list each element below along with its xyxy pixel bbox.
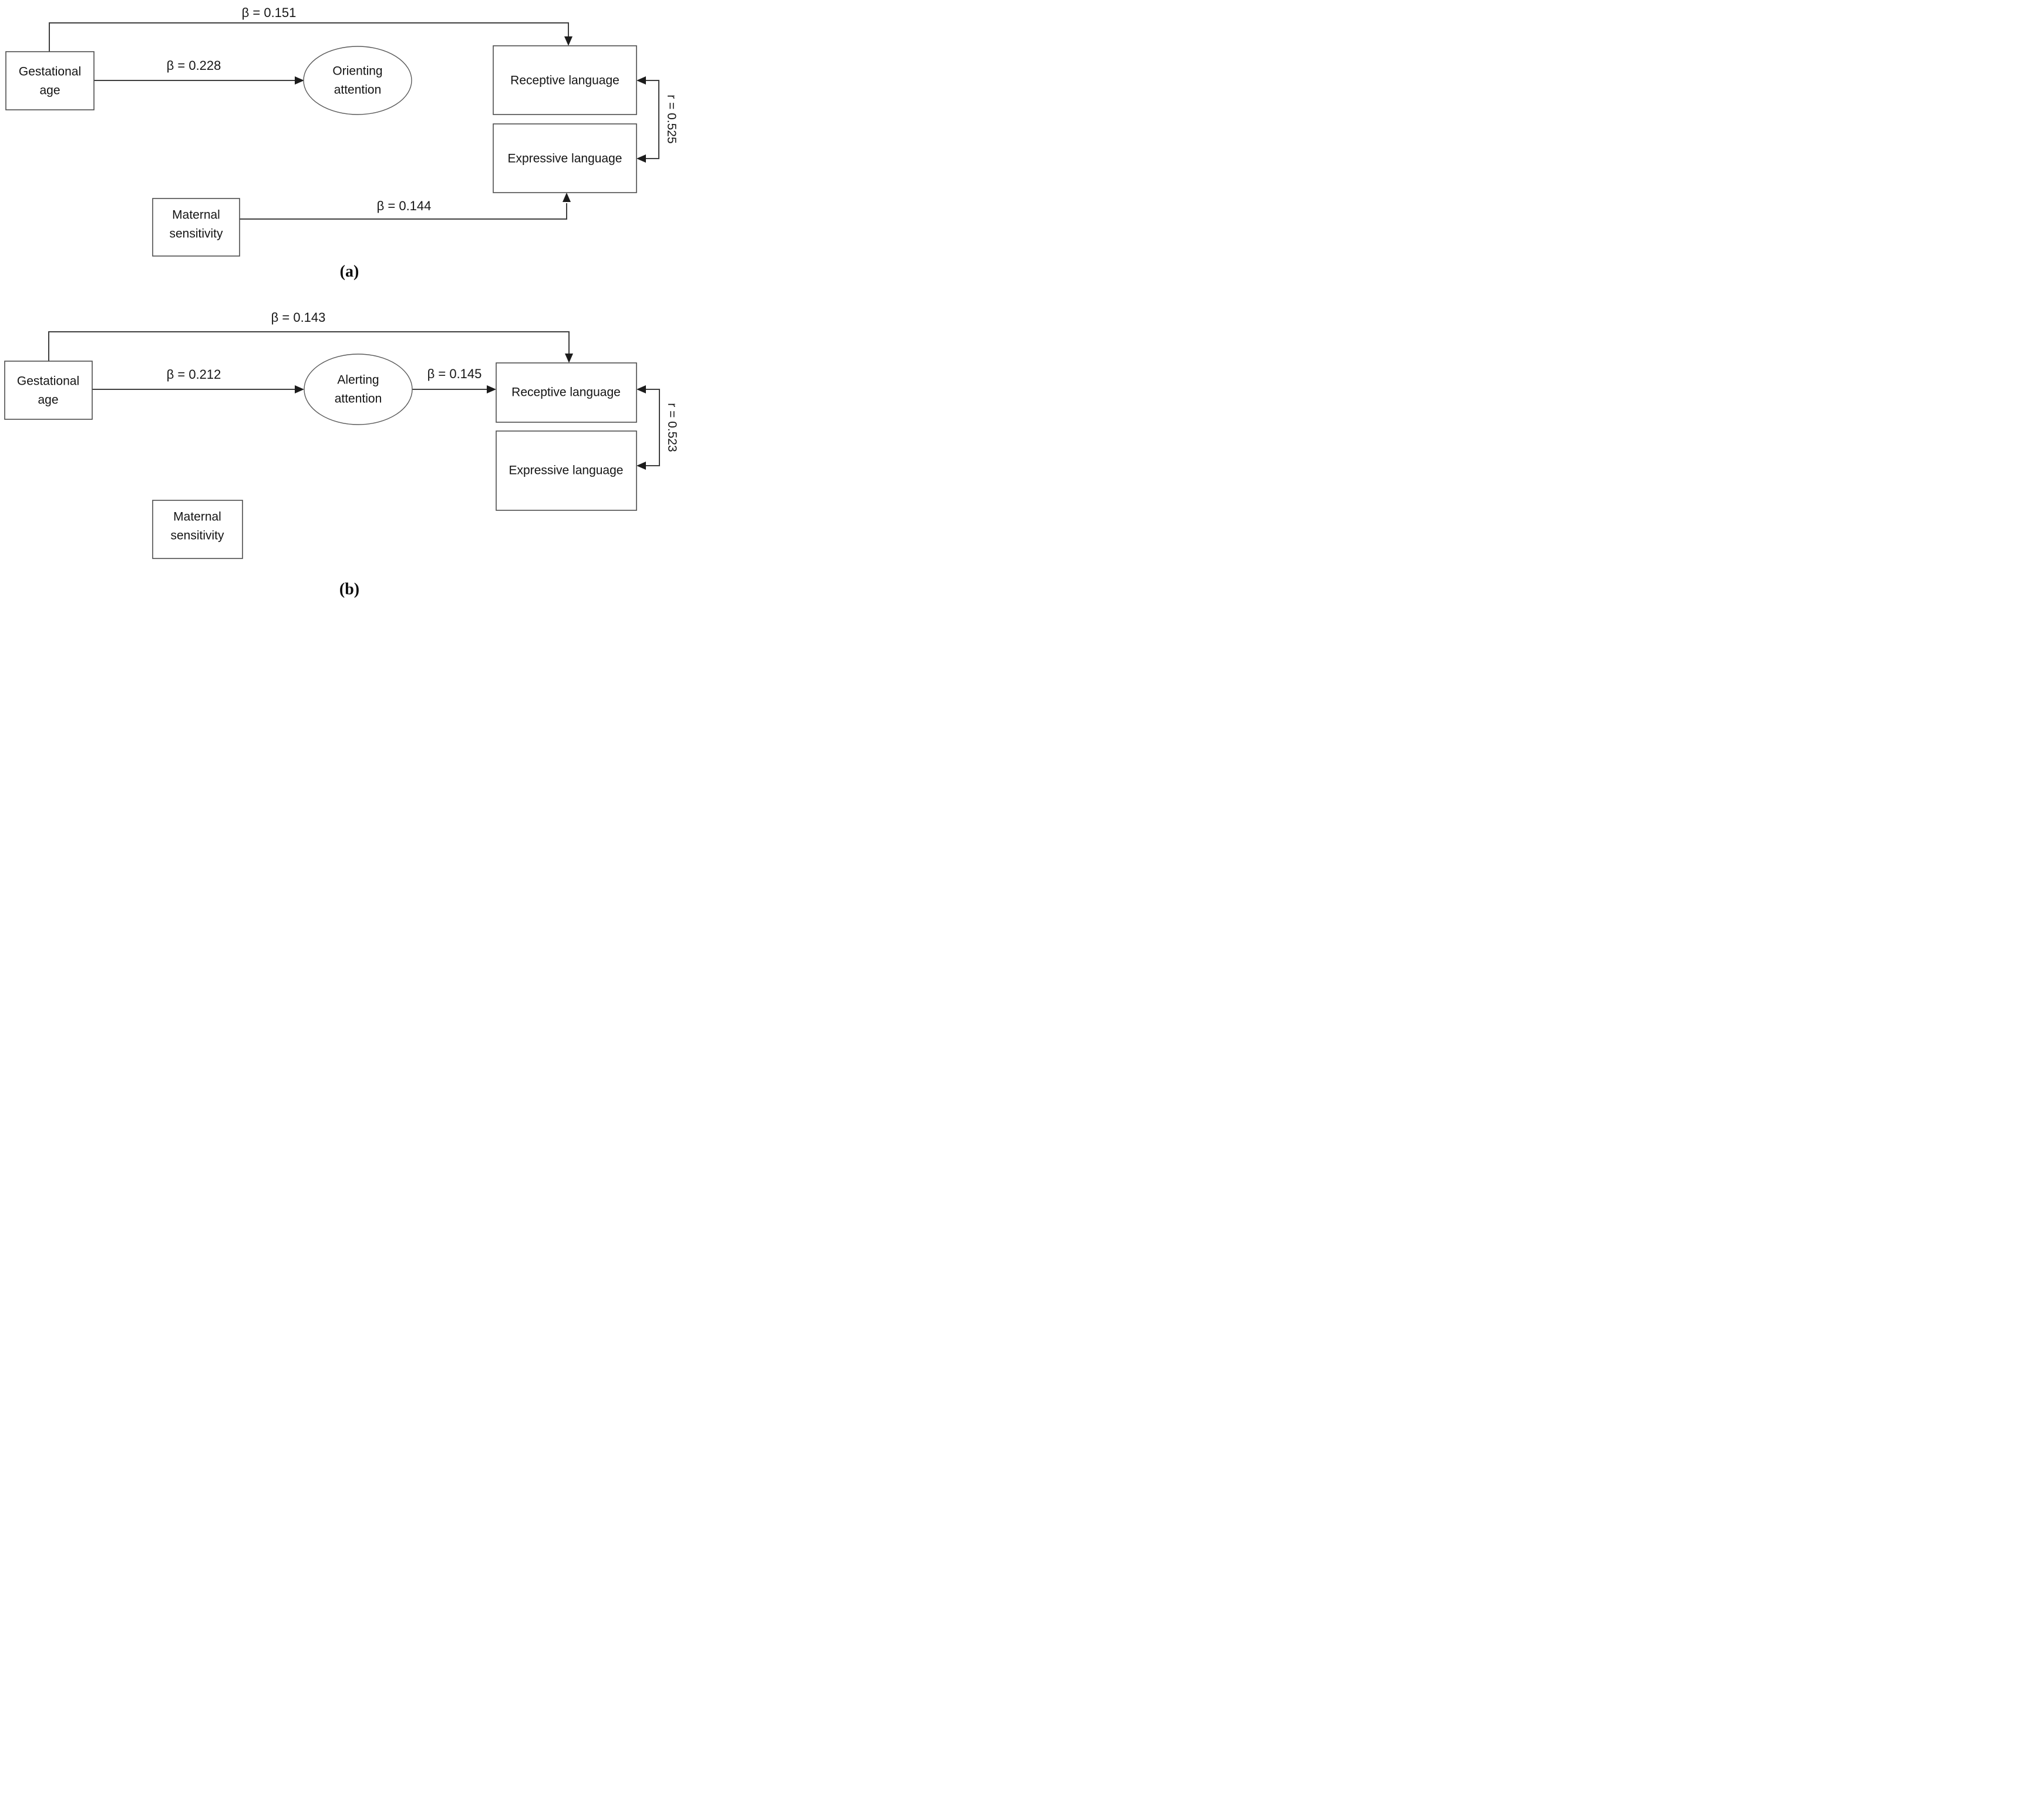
panel-b-caption: (b) (339, 580, 360, 598)
edge-receptive-expressive-a (646, 80, 659, 159)
edge-maternal-expressive-a (240, 203, 567, 220)
gestational-age-box-a (5, 51, 95, 110)
arrowhead-receptive-entry-b (487, 385, 496, 393)
alerting-attention-ellipse (304, 354, 413, 425)
label-beta-attention-receptive-b: β = 0.145 (427, 366, 482, 381)
arrowhead-attention-a (295, 76, 304, 85)
gestational-age-box-b (4, 361, 93, 420)
edge-receptive-expressive-b (646, 389, 660, 466)
arrowhead-down-receptive-a (564, 36, 573, 46)
orienting-attention-ellipse (303, 46, 412, 115)
receptive-language-label-a: Receptive language (510, 73, 619, 87)
arrowhead-up-expressive-a (563, 193, 571, 202)
maternal-sensitivity-box-a (152, 198, 240, 257)
label-r-receptive-expressive-b: r = 0.523 (665, 403, 679, 452)
arrowhead-attention-b (295, 385, 304, 393)
path-diagram: β = 0.151 β = 0.228 Gestational age Orie… (0, 0, 682, 605)
arrowhead-down-receptive-b (565, 354, 573, 363)
maternal-sensitivity-box-b (152, 500, 243, 559)
gestational-age-label-a: Gestational age (18, 65, 82, 97)
label-beta-maternal-expressive-a: β = 0.144 (376, 198, 432, 213)
arrowhead-receptive-b (637, 385, 646, 393)
label-r-receptive-expressive-a: r = 0.525 (665, 95, 678, 144)
expressive-language-label-a: Expressive language (507, 152, 622, 166)
expressive-language-box-b (496, 430, 637, 511)
label-beta-ga-attention-a: β = 0.228 (166, 58, 221, 73)
receptive-language-box-a (493, 45, 637, 115)
receptive-language-label-b: Receptive language (511, 385, 621, 399)
arrowhead-expressive-a (637, 154, 646, 163)
gestational-age-label-b: Gestational age (16, 374, 80, 407)
expressive-language-label-b: Expressive language (509, 463, 624, 477)
label-beta-ga-receptive-a: β = 0.151 (241, 5, 297, 20)
label-beta-ga-attention-b: β = 0.212 (166, 366, 221, 382)
expressive-language-box-a (493, 123, 637, 193)
receptive-language-box-b (496, 362, 637, 423)
diagram-canvas (4, 22, 660, 559)
edge-ga-receptive-a (49, 22, 569, 52)
edge-ga-receptive-b (48, 331, 570, 361)
maternal-sensitivity-label-b: Maternal sensitivity (170, 510, 224, 543)
maternal-sensitivity-label-a: Maternal sensitivity (169, 208, 223, 241)
arrowhead-expressive-b (637, 462, 646, 470)
label-beta-ga-receptive-b: β = 0.143 (271, 309, 326, 325)
alerting-attention-label: Alerting attention (334, 373, 382, 406)
orienting-attention-label: Orienting attention (332, 64, 383, 97)
arrowhead-receptive-a (637, 76, 646, 85)
panel-a-caption: (a) (339, 262, 359, 281)
